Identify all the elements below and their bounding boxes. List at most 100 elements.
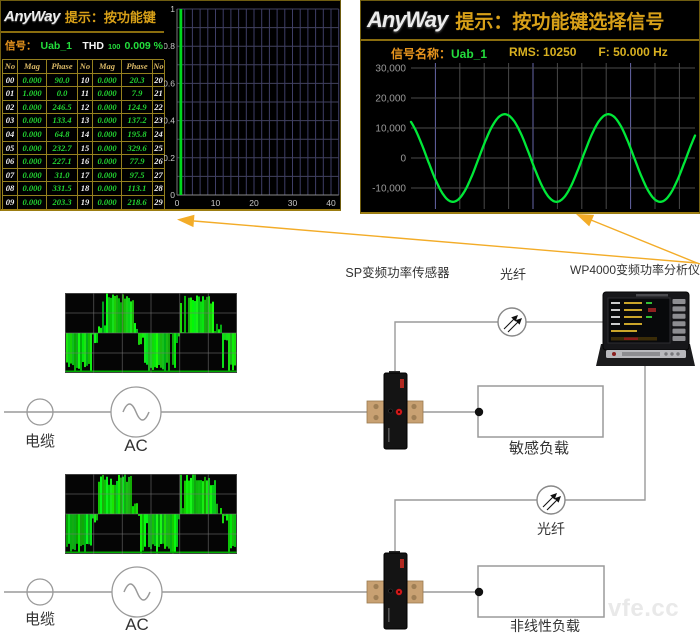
- signal-status-row: 信号： Uab_1 THD 100 0.009 %: [5, 38, 163, 53]
- screen-hint-text: 提示：按功能键选择信号: [455, 11, 665, 33]
- harmonic-cell: 195.8: [122, 127, 153, 142]
- svg-text:20,000: 20,000: [375, 94, 406, 105]
- harmonic-cell: 0.000: [18, 195, 47, 209]
- svg-text:1: 1: [170, 4, 175, 14]
- harmonic-cell: 0.000: [18, 141, 47, 156]
- label-sp-sensor: SP变频功率传感器: [345, 266, 450, 280]
- harmonic-cell: 02: [3, 100, 18, 115]
- load-box-nonlinear: [477, 565, 605, 618]
- harmonic-cell: 07: [3, 168, 18, 183]
- label-cable-bottom: 电缆: [24, 611, 55, 628]
- analyzer-screen-harmonics: AnyWay 提示：按功能键 信号： Uab_1 THD 100 0.009 %…: [0, 0, 341, 211]
- watermark: vfe.cc: [608, 595, 680, 622]
- sp-power-sensor-top: [366, 370, 424, 450]
- ac-source-symbol-top: [110, 386, 162, 438]
- harmonic-cell: 0.000: [93, 114, 122, 128]
- harmonic-cell: 0.000: [93, 87, 122, 101]
- optical-fiber-symbol-top: [497, 307, 527, 337]
- rms-readout: RMS: 10250: [509, 45, 577, 59]
- harmonic-cell: 0.000: [93, 100, 122, 115]
- frequency-readout: F: 50.000 Hz: [598, 45, 668, 59]
- harmonic-cell: 133.4: [47, 114, 78, 128]
- harmonic-cell: 09: [3, 195, 18, 209]
- harmonic-col-header: Mag: [18, 60, 47, 74]
- thd-order: 100: [107, 42, 121, 51]
- signal-label: 信号：: [5, 40, 37, 52]
- svg-text:30: 30: [288, 198, 298, 208]
- label-fiber-top: 光纤: [499, 267, 526, 282]
- harmonic-cell: 11: [78, 87, 93, 101]
- harmonic-cell: 0.000: [93, 168, 122, 183]
- harmonic-cell: 0.000: [18, 114, 47, 128]
- svg-text:0.8: 0.8: [164, 41, 175, 51]
- harmonic-cell: 03: [3, 114, 18, 128]
- svg-text:40: 40: [326, 198, 336, 208]
- harmonic-cell: 0.0: [47, 87, 78, 101]
- harmonic-cell: 0.000: [18, 127, 47, 142]
- signal-name-label: 信号名称：: [391, 47, 452, 61]
- harmonic-cell: 27: [153, 168, 165, 183]
- screen-header: AnyWay 提示：按功能键: [1, 1, 164, 33]
- pwm-waveform-image-bottom: [65, 474, 237, 554]
- screen-header: AnyWay 提示：按功能键选择信号: [361, 1, 699, 41]
- harmonic-cell: 31.0: [47, 168, 78, 183]
- harmonic-cell: 1.000: [18, 87, 47, 101]
- harmonic-cell: 77.9: [122, 155, 153, 169]
- harmonic-cell: 0.000: [93, 195, 122, 209]
- harmonic-col-header: No: [3, 60, 18, 74]
- thd-label: THD: [82, 40, 104, 52]
- harmonic-cell: 25: [153, 141, 165, 156]
- harmonic-cell: 29: [153, 195, 165, 209]
- harmonic-cell: 0.000: [93, 73, 122, 88]
- harmonic-cell: 97.5: [122, 168, 153, 183]
- arrowhead-right-screen: [576, 214, 595, 227]
- label-fiber-bottom: 光纤: [537, 521, 565, 537]
- label-wp4000-analyzer: WP4000变频功率分析仪: [570, 263, 700, 277]
- harmonic-cell: 331.5: [47, 182, 78, 196]
- harmonic-cell: 203.3: [47, 195, 78, 209]
- signal-name-value: Uab_1: [451, 47, 488, 61]
- harmonic-cell: 08: [3, 182, 18, 196]
- harmonic-cell: 0.000: [93, 127, 122, 142]
- harmonic-cell: 137.2: [122, 114, 153, 128]
- harmonic-cell: 0.000: [93, 182, 122, 196]
- harmonic-cell: 15: [78, 141, 93, 156]
- harmonic-cell: 13: [78, 114, 93, 128]
- harmonic-cell: 28: [153, 182, 165, 196]
- harmonic-cell: 329.6: [122, 141, 153, 156]
- pwm-waveform-image-top: [65, 293, 237, 373]
- svg-text:0: 0: [170, 190, 175, 200]
- harmonic-cell: 232.7: [47, 141, 78, 156]
- harmonic-cell: 90.0: [47, 73, 78, 88]
- svg-text:0.2: 0.2: [164, 153, 175, 163]
- harmonic-cell: 16: [78, 155, 93, 169]
- harmonic-cell: 246.5: [47, 100, 78, 115]
- harmonic-cell: 20: [153, 73, 165, 88]
- signal-status-row: 信号名称：Uab_1 RMS: 10250 F: 50.000 Hz: [391, 45, 697, 62]
- screen-hint-text: 提示：按功能键: [64, 9, 156, 25]
- signal-value: Uab_1: [40, 40, 73, 52]
- ac-source-symbol-bottom: [111, 566, 163, 618]
- harmonic-cell: 218.6: [122, 195, 153, 209]
- harmonic-cell: 22: [153, 100, 165, 115]
- sp-power-sensor-bottom: [366, 550, 424, 630]
- optical-fiber-symbol-bottom: [536, 485, 566, 515]
- harmonic-cell: 06: [3, 155, 18, 169]
- harmonic-cell: 0.000: [18, 182, 47, 196]
- svg-text:-10,000: -10,000: [372, 184, 406, 195]
- harmonic-cell: 20.3: [122, 73, 153, 88]
- harmonic-cell: 01: [3, 87, 18, 101]
- harmonic-cell: 00: [3, 73, 18, 88]
- label-ac-bottom: AC: [125, 615, 149, 634]
- harmonic-cell: 0.000: [18, 168, 47, 183]
